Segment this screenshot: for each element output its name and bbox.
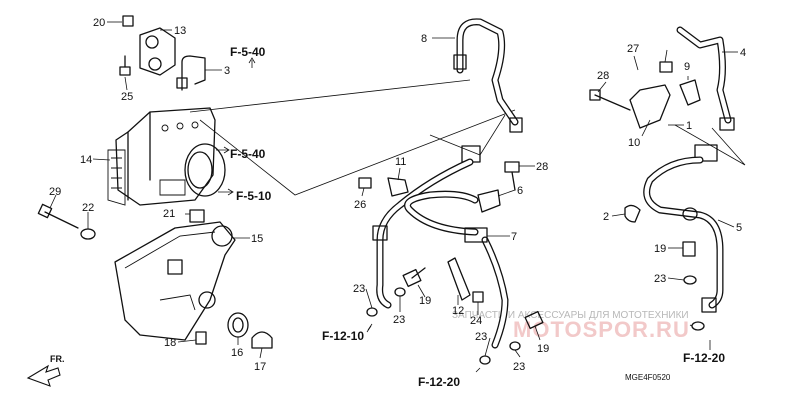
callout: 7 — [511, 231, 517, 243]
callout: 28 — [597, 70, 609, 82]
callout: 18 — [164, 337, 176, 349]
small-fasteners — [37, 203, 273, 349]
callout: 21 — [163, 208, 175, 220]
callout: 24 — [470, 315, 482, 327]
callout: 3 — [224, 65, 230, 77]
callout: 28 — [536, 161, 548, 173]
callout: 29 — [49, 186, 61, 198]
callout: 17 — [254, 361, 266, 373]
callout: 14 — [80, 154, 92, 166]
callout: 15 — [251, 233, 263, 245]
callout: 16 — [231, 347, 243, 359]
reference: F-12-10 — [322, 329, 364, 343]
callout: 23 — [513, 361, 525, 373]
brake-pipe-3 — [176, 55, 206, 91]
callout: 1 — [686, 120, 692, 132]
callout: 23 — [353, 283, 365, 295]
callout: 23 — [393, 314, 405, 326]
reference: F-12-20 — [683, 351, 725, 365]
callout: 19 — [537, 343, 549, 355]
joint-bracket — [122, 15, 176, 76]
reference: F-12-20 — [418, 375, 460, 389]
callout: 23 — [475, 331, 487, 343]
callout: 27 — [627, 43, 639, 55]
callout: 13 — [174, 25, 186, 37]
callout: 19 — [654, 243, 666, 255]
drawing-code: MGE4F0520 — [625, 373, 671, 382]
callout: 12 — [452, 305, 464, 317]
callout: 6 — [517, 185, 523, 197]
mounting-bracket — [114, 221, 236, 341]
callout: 8 — [421, 33, 427, 45]
callout: 5 — [736, 222, 742, 234]
hose-clamp-9 — [589, 61, 701, 129]
reference: F-5-40 — [230, 45, 266, 59]
reference: F-5-10 — [236, 189, 272, 203]
callout: 19 — [419, 295, 431, 307]
reference-arrows — [216, 57, 711, 373]
watermark-caption: ЗАПЧАСТИ И АКСЕССУАРЫ ДЛЯ МОТОТЕХНИКИ — [452, 310, 689, 321]
callout-labels: 20 13 3 25 14 29 22 21 15 18 16 17 8 11 … — [49, 17, 746, 373]
callout: 11 — [395, 156, 406, 168]
center-fasteners — [358, 161, 544, 365]
center-hose-network — [372, 145, 509, 349]
callout: 26 — [354, 199, 366, 211]
callout: 20 — [93, 17, 105, 29]
direction-label: FR. — [50, 354, 65, 364]
callout: 4 — [740, 47, 746, 59]
dashed-guide-lines — [189, 79, 746, 196]
leader-lines — [49, 21, 738, 359]
watermark: MOTOSPOR.RU ЗАПЧАСТИ И АКСЕССУАРЫ ДЛЯ МО… — [452, 310, 689, 342]
reference: F-5-40 — [230, 147, 266, 161]
reference-labels: F-5-40 F-5-40 F-5-10 F-12-10 F-12-20 F-1… — [230, 45, 725, 389]
callout: 22 — [82, 202, 94, 214]
brake-pipe-4 — [676, 26, 735, 131]
callout: 23 — [654, 273, 666, 285]
callout: 25 — [121, 91, 133, 103]
callout: 9 — [684, 61, 690, 73]
brake-hose-5 — [624, 144, 724, 331]
brake-hose-8 — [453, 18, 523, 133]
front-direction-arrow: FR. — [26, 354, 65, 387]
bolt-25 — [119, 55, 131, 76]
abs-modulator — [107, 107, 226, 206]
callout: 2 — [603, 211, 609, 223]
callout: 10 — [628, 137, 640, 149]
